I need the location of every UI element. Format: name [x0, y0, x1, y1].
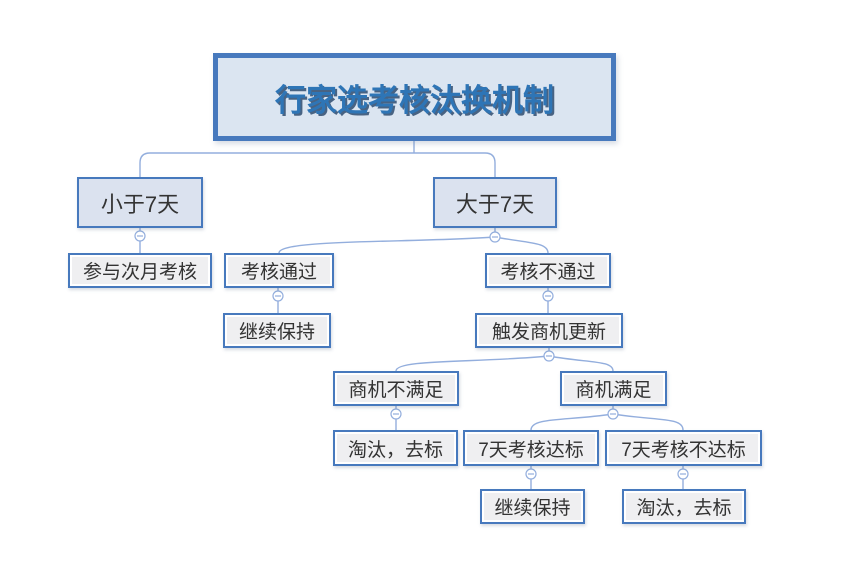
connector: [530, 413, 614, 431]
connector: [548, 355, 614, 372]
collapse-icon[interactable]: [542, 290, 554, 302]
node-7day-assessment-met[interactable]: 7天考核达标: [463, 430, 599, 466]
node-7day-assessment-not-met[interactable]: 7天考核不达标: [605, 430, 762, 466]
connector: [395, 355, 550, 372]
collapse-icon[interactable]: [272, 290, 284, 302]
node-lt-7-days[interactable]: 小于7天: [77, 177, 203, 228]
connector: [612, 413, 684, 431]
collapse-icon[interactable]: [134, 230, 146, 242]
node-keep-status-2[interactable]: 继续保持: [480, 489, 585, 524]
collapse-icon[interactable]: [489, 231, 501, 243]
collapse-icon[interactable]: [543, 350, 555, 362]
node-keep-status[interactable]: 继续保持: [223, 313, 331, 348]
collapse-icon[interactable]: [390, 408, 402, 420]
node-eliminate-remove-label[interactable]: 淘汰，去标: [333, 430, 458, 466]
collapse-icon[interactable]: [525, 468, 537, 480]
node-eliminate-remove-label-2[interactable]: 淘汰，去标: [622, 489, 746, 524]
connector-root-rail: [139, 152, 496, 177]
node-root-topic[interactable]: 行家选考核汰换机制: [213, 53, 616, 141]
node-trigger-opportunity-update[interactable]: 触发商机更新: [475, 313, 623, 348]
node-opportunity-met[interactable]: 商机满足: [560, 371, 667, 406]
collapse-icon[interactable]: [607, 408, 619, 420]
node-assessment-passed[interactable]: 考核通过: [224, 253, 334, 288]
node-gt-7-days[interactable]: 大于7天: [433, 177, 557, 228]
node-assessment-failed[interactable]: 考核不通过: [485, 253, 611, 288]
node-opportunity-not-met[interactable]: 商机不满足: [333, 371, 459, 406]
connector: [494, 236, 549, 254]
collapse-icon[interactable]: [677, 468, 689, 480]
connector: [278, 236, 496, 254]
node-join-next-month-assessment[interactable]: 参与次月考核: [68, 253, 212, 288]
